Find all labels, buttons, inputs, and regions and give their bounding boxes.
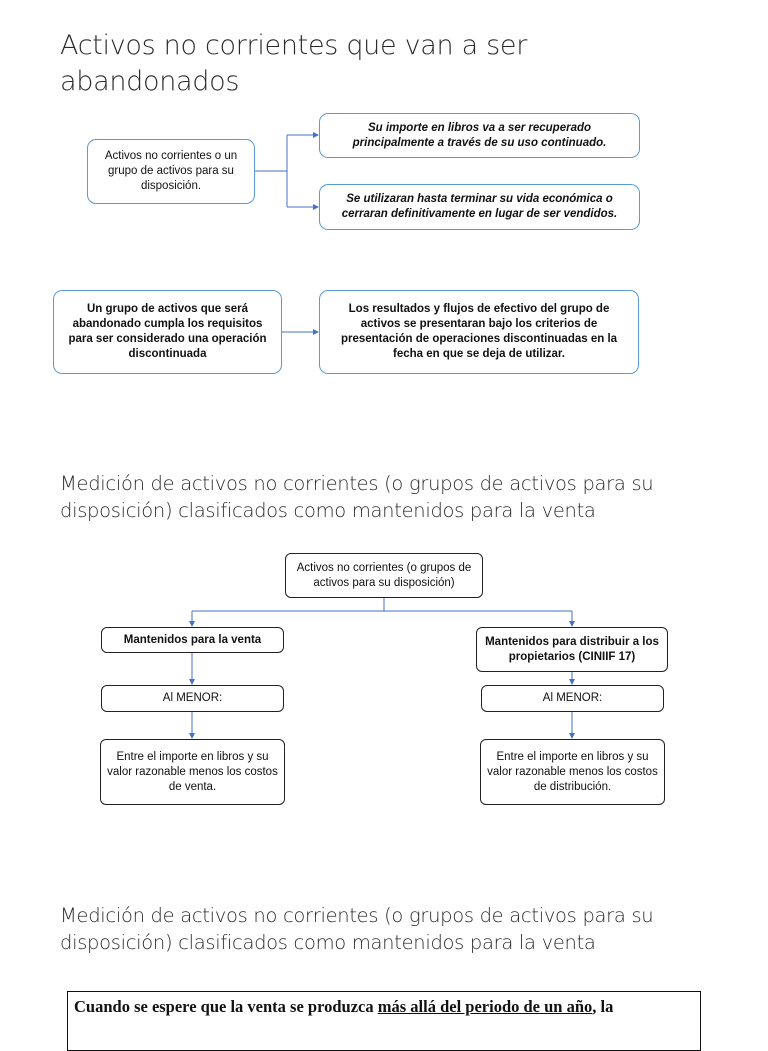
note-suffix: , la — [592, 997, 614, 1016]
section1-title: Activos no corrientes que van a ser aban… — [60, 30, 527, 97]
right-branch-label: Mantenidos para distribuir a los propiet… — [476, 627, 668, 672]
diagram-connectors — [189, 132, 575, 739]
left-box: Un grupo de activos que será abandonado … — [53, 290, 282, 374]
flow1-connectors — [255, 132, 319, 210]
section2-title: Medición de activos no corrientes (o gru… — [60, 472, 654, 522]
left-branch-label: Mantenidos para la venta — [101, 627, 284, 653]
left-rule-box: Al MENOR: — [101, 685, 284, 712]
tree-connectors — [189, 598, 575, 739]
note-box: Cuando se espere que la venta se produzc… — [67, 991, 701, 1051]
right-box: Los resultados y flujos de efectivo del … — [319, 290, 639, 374]
right-rule-box: Al MENOR: — [481, 685, 664, 712]
source-box: Activos no corrientes o un grupo de acti… — [87, 139, 255, 204]
target-box-1: Su importe en libros va a ser recuperado… — [319, 113, 640, 158]
right-detail-box: Entre el importe en libros y su valor ra… — [480, 739, 665, 805]
note-prefix: Cuando se espere que la venta se produzc… — [74, 997, 378, 1016]
root-box: Activos no corrientes (o grupos de activ… — [285, 553, 483, 598]
section3-title: Medición de activos no corrientes (o gru… — [60, 904, 654, 954]
target-box-2: Se utilizaran hasta terminar su vida eco… — [319, 184, 640, 230]
left-detail-box: Entre el importe en libros y su valor ra… — [100, 739, 285, 805]
note-underlined: más allá del periodo de un año — [377, 997, 593, 1016]
